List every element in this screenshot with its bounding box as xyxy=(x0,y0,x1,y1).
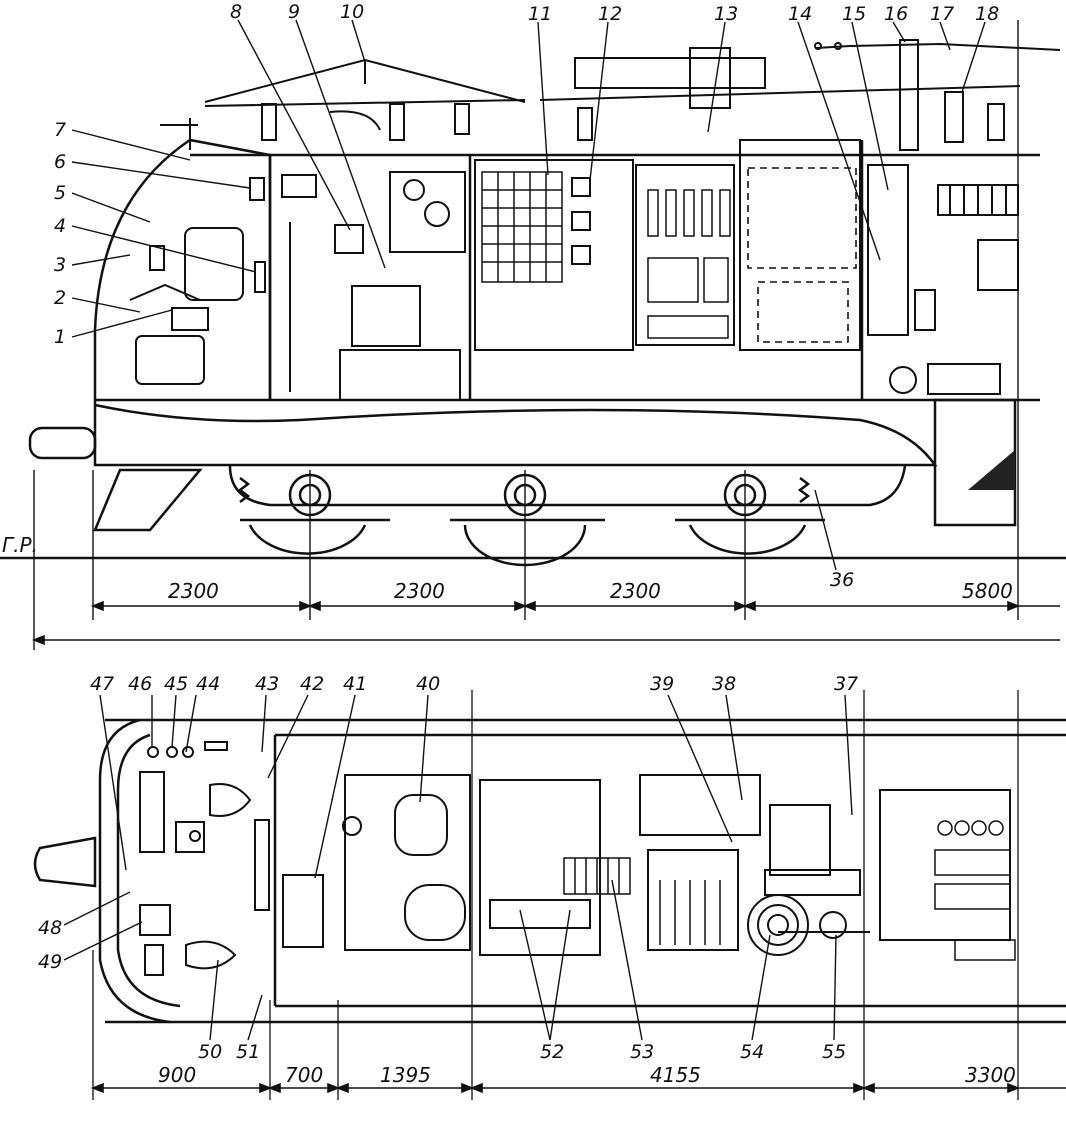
callout-37: 37 xyxy=(834,673,858,695)
hv-chamber xyxy=(474,139,861,351)
dimension-side-2: 2300 xyxy=(394,579,445,603)
callout-41: 41 xyxy=(343,673,367,695)
side-dimension-lines xyxy=(31,600,1060,646)
underframe xyxy=(28,398,1017,527)
callout-11: 11 xyxy=(528,3,552,25)
dimension-side-4: 5800 xyxy=(962,579,1013,603)
callout-40: 40 xyxy=(416,673,440,695)
callout-10: 10 xyxy=(340,1,364,23)
dimension-plan-1: 900 xyxy=(158,1063,196,1087)
callout-6: 6 xyxy=(54,151,66,173)
plan-body-outline xyxy=(33,718,1066,1024)
callout-8: 8 xyxy=(230,1,242,23)
plan-callout-labels: 37 38 39 40 41 42 43 44 45 46 47 48 49 5… xyxy=(38,673,858,1063)
callout-16: 16 xyxy=(884,3,908,25)
callout-50: 50 xyxy=(198,1041,222,1063)
hv-equipment-plan xyxy=(639,774,1016,961)
callout-14: 14 xyxy=(788,3,812,25)
cab-plan xyxy=(139,741,270,976)
roof-equipment xyxy=(204,39,1061,151)
plan-leader-lines xyxy=(63,694,853,1041)
ground-line xyxy=(0,20,1066,650)
callout-49: 49 xyxy=(38,951,62,973)
ground-level-label: Г.Р. xyxy=(2,533,38,557)
callout-13: 13 xyxy=(714,3,738,25)
callout-15: 15 xyxy=(842,3,866,25)
machine-room xyxy=(281,171,466,401)
callout-55: 55 xyxy=(822,1041,846,1063)
plan-dimension-lines xyxy=(90,690,1066,1100)
dimension-plan-5: 3300 xyxy=(965,1063,1016,1087)
callout-48: 48 xyxy=(38,917,62,939)
right-compartment xyxy=(867,164,1019,395)
callout-46: 46 xyxy=(128,673,152,695)
callout-54: 54 xyxy=(740,1041,764,1063)
callout-18: 18 xyxy=(975,3,999,25)
plan-dimension-labels: 900 700 1395 4155 3300 xyxy=(158,1063,1016,1087)
dimension-plan-3: 1395 xyxy=(380,1063,431,1087)
side-callout-labels: 1 2 3 4 5 6 7 8 9 10 11 12 13 14 15 16 1… xyxy=(54,1,999,591)
callout-53: 53 xyxy=(630,1041,654,1063)
callout-36: 36 xyxy=(830,569,854,591)
callout-44: 44 xyxy=(196,673,220,695)
side-view-drawing: 1 2 3 4 5 6 7 8 9 10 11 12 13 14 15 16 1… xyxy=(0,1,1066,650)
callout-5: 5 xyxy=(54,182,66,204)
callout-17: 17 xyxy=(930,3,954,25)
plan-view-drawing: 37 38 39 40 41 42 43 44 45 46 47 48 49 5… xyxy=(33,673,1066,1100)
dimension-plan-2: 700 xyxy=(285,1063,323,1087)
side-dimension-labels: 2300 2300 2300 5800 xyxy=(168,579,1013,603)
callout-2: 2 xyxy=(54,287,66,309)
cab-interior xyxy=(129,118,266,385)
callout-42: 42 xyxy=(300,673,324,695)
callout-9: 9 xyxy=(288,1,300,23)
car-body xyxy=(93,138,1040,402)
callout-39: 39 xyxy=(650,673,674,695)
bogies xyxy=(93,465,907,567)
callout-7: 7 xyxy=(54,119,66,141)
callout-47: 47 xyxy=(90,673,114,695)
callout-51: 51 xyxy=(236,1041,260,1063)
callout-3: 3 xyxy=(54,254,66,276)
side-leader-lines xyxy=(71,19,986,571)
dimension-plan-4: 4155 xyxy=(650,1063,701,1087)
callout-52: 52 xyxy=(540,1041,564,1063)
callout-4: 4 xyxy=(54,215,66,237)
callout-45: 45 xyxy=(164,673,188,695)
machine-room-plan xyxy=(282,774,631,956)
callout-38: 38 xyxy=(712,673,736,695)
callout-43: 43 xyxy=(255,673,279,695)
dimension-side-1: 2300 xyxy=(168,579,219,603)
callout-12: 12 xyxy=(598,3,622,25)
dimension-side-3: 2300 xyxy=(610,579,661,603)
callout-1: 1 xyxy=(54,326,66,348)
